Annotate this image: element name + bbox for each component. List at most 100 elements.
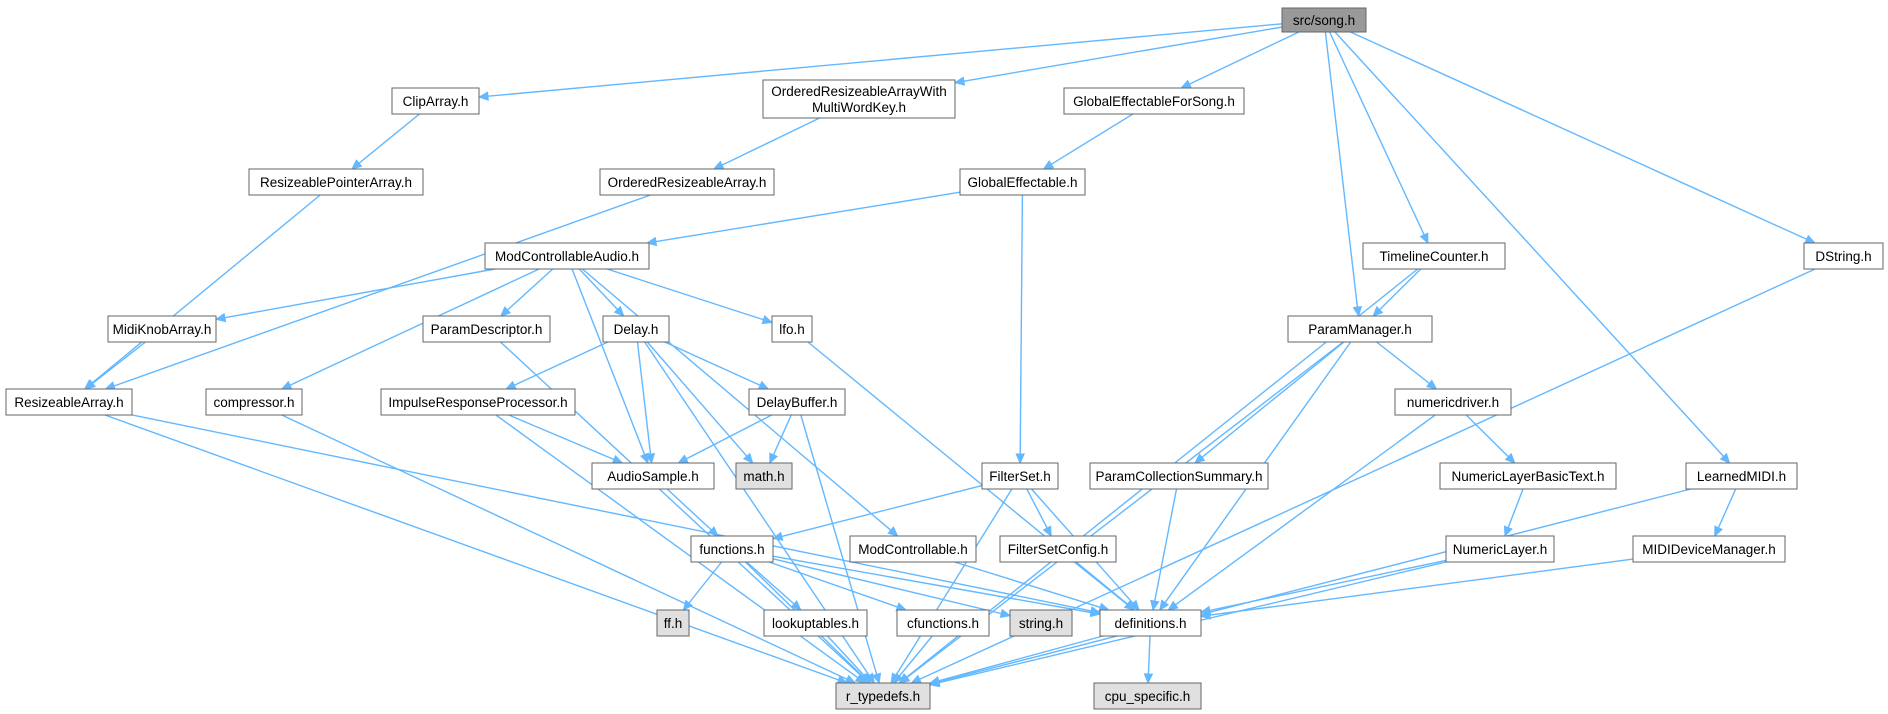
node-func[interactable]: functions.h [690, 535, 774, 563]
node-cfunc[interactable]: cfunctions.h [896, 609, 990, 637]
edge-line [1209, 558, 1634, 616]
nodes-layer: src/song.hClipArray.hOrderedResizeableAr… [5, 7, 1884, 710]
node-box [981, 462, 1059, 490]
edge-line [224, 268, 496, 319]
node-label: lfo.h [779, 322, 805, 337]
node-cliparr[interactable]: ClipArray.h [391, 87, 480, 115]
node-ff: ff.h [656, 609, 690, 637]
node-pm[interactable]: ParamManager.h [1287, 315, 1433, 343]
edge-ge-to-mca [645, 191, 961, 247]
edge-line [646, 341, 748, 457]
node-gefs[interactable]: GlobalEffectableForSong.h [1063, 87, 1245, 115]
node-pd[interactable]: ParamDescriptor.h [422, 315, 551, 343]
node-rpa[interactable]: ResizeablePointerArray.h [248, 168, 424, 196]
arrowhead [1143, 673, 1154, 685]
node-label: string.h [1019, 616, 1063, 631]
node-box [1063, 87, 1245, 115]
edges-layer [83, 23, 1817, 688]
node-box [602, 315, 670, 343]
node-comp[interactable]: compressor.h [205, 388, 303, 416]
node-as[interactable]: AudioSample.h [591, 462, 715, 490]
node-label: ParamManager.h [1308, 322, 1412, 337]
edge-fs-to-rt [890, 488, 1013, 685]
edge-fs-to-func [771, 484, 983, 541]
arrowhead [1042, 525, 1052, 538]
node-label: MIDIDeviceManager.h [1642, 542, 1776, 557]
node-label: AudioSample.h [607, 469, 699, 484]
edge-song-to-tc [1328, 31, 1429, 245]
node-nd[interactable]: numericdriver.h [1394, 388, 1512, 416]
node-nl[interactable]: NumericLayer.h [1445, 535, 1555, 563]
arrowhead [1503, 525, 1513, 538]
edge-line [1154, 488, 1178, 602]
node-box [391, 87, 480, 115]
arrowhead [910, 674, 922, 684]
node-label: functions.h [699, 542, 764, 557]
node-label: DelayBuffer.h [757, 395, 838, 410]
node-label: DString.h [1815, 249, 1871, 264]
node-box [1099, 609, 1202, 637]
edge-func-to-str [772, 558, 1012, 619]
node-delay[interactable]: Delay.h [602, 315, 670, 343]
node-ora[interactable]: OrderedResizeableArray.h [599, 168, 775, 196]
arrowhead [1804, 234, 1817, 244]
arrowhead [1419, 232, 1429, 245]
node-label: ImpulseResponseProcessor.h [388, 395, 567, 410]
node-mca[interactable]: ModControllableAudio.h [484, 242, 650, 270]
node-tc[interactable]: TimelineCounter.h [1362, 242, 1506, 270]
edge-line [938, 635, 1104, 682]
node-mdm[interactable]: MIDIDeviceManager.h [1632, 535, 1786, 563]
node-fsc[interactable]: FilterSetConfig.h [999, 535, 1117, 563]
node-box [1394, 388, 1512, 416]
edge-line [578, 268, 619, 310]
node-label: ModControllable.h [858, 542, 968, 557]
node-lm[interactable]: LearnedMIDI.h [1685, 462, 1798, 490]
node-box [849, 535, 977, 563]
node-pcs[interactable]: ParamCollectionSummary.h [1089, 462, 1269, 490]
node-label: OrderedResizeableArray.h [608, 175, 767, 190]
edge-line [358, 113, 420, 164]
edge-mca-to-lfo [606, 268, 774, 325]
node-label: ClipArray.h [403, 94, 469, 109]
edge-line [508, 414, 615, 461]
node-label: cfunctions.h [907, 616, 979, 631]
arrowhead [1150, 599, 1160, 612]
edge-line [772, 414, 792, 456]
node-rt: r_typedefs.h [835, 682, 931, 710]
edge-nl-to-defs [1199, 559, 1447, 616]
edge-song-to-gefs [1180, 31, 1300, 89]
edge-line [281, 414, 848, 680]
node-nlbt[interactable]: NumericLayerBasicText.h [1439, 462, 1617, 490]
arrowhead [761, 315, 774, 325]
node-ge[interactable]: GlobalEffectable.h [959, 168, 1086, 196]
node-ra[interactable]: ResizeableArray.h [5, 388, 133, 416]
node-dstr[interactable]: DString.h [1803, 242, 1884, 270]
arrowhead [1714, 525, 1724, 538]
node-mc[interactable]: ModControllable.h [849, 535, 977, 563]
edge-func-to-lut [746, 561, 802, 611]
node-db[interactable]: DelayBuffer.h [748, 388, 846, 416]
node-mka[interactable]: MidiKnobArray.h [107, 315, 217, 343]
node-box [959, 168, 1086, 196]
edge-line [1717, 488, 1737, 529]
node-song[interactable]: src/song.h [1281, 7, 1367, 33]
arrowhead [742, 452, 754, 464]
arrowhead [890, 672, 901, 685]
edge-line [826, 635, 866, 677]
arrowhead [844, 674, 857, 684]
node-irp[interactable]: ImpulseResponseProcessor.h [380, 388, 576, 416]
edge-mca-to-as [571, 268, 649, 465]
node-lut[interactable]: lookuptables.h [763, 609, 868, 637]
edge-pcs-to-defs [1150, 488, 1178, 612]
node-lfo[interactable]: lfo.h [771, 315, 813, 343]
node-box [1093, 682, 1202, 710]
node-fs[interactable]: FilterSet.h [981, 462, 1059, 490]
arrowhead [953, 76, 966, 86]
edge-song-to-pm [1324, 31, 1363, 318]
edge-delay-to-irp [504, 341, 609, 390]
edge-line [1328, 31, 1425, 236]
edge-as-to-func [666, 488, 719, 537]
node-defs[interactable]: definitions.h [1099, 609, 1202, 637]
node-box [762, 79, 956, 119]
